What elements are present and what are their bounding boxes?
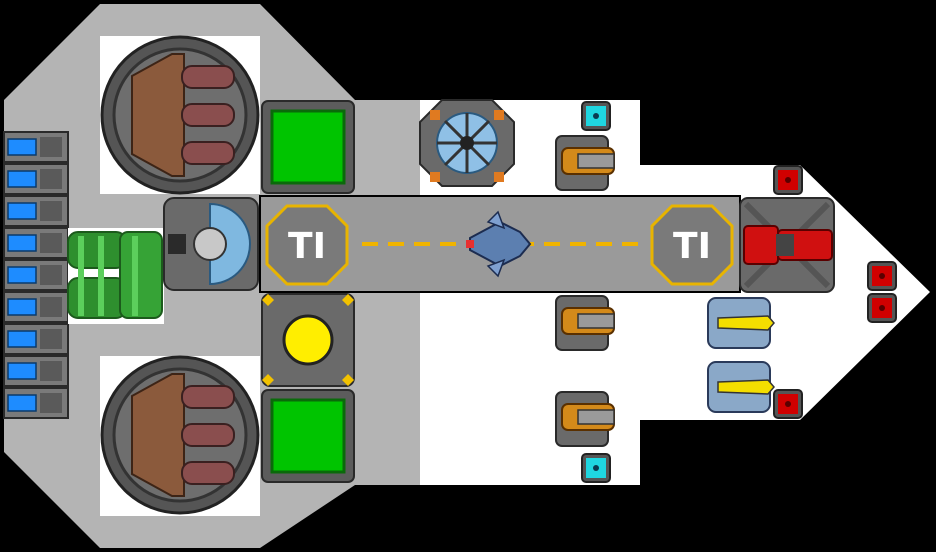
centerline-dash (362, 242, 378, 246)
orange-cannon-icon (555, 135, 615, 191)
storage-icon (261, 389, 355, 483)
centerline-dash (570, 242, 586, 246)
thruster-icon (3, 131, 69, 163)
red-armor-icon (773, 165, 803, 195)
thruster-icon (3, 163, 69, 195)
thruster-icon (3, 227, 69, 259)
fuel-tank-icon (67, 228, 164, 324)
reactor-icon (100, 35, 260, 195)
helipad-right-label: TI (673, 226, 711, 267)
centerline-dash (388, 242, 404, 246)
reactor-icon (100, 355, 260, 515)
thruster-icon (3, 291, 69, 323)
thruster-icon (3, 259, 69, 291)
centerline-dash (440, 242, 456, 246)
red-armor-icon (773, 389, 803, 419)
thruster-icon (3, 387, 69, 419)
helipad-left-label: TI (288, 226, 326, 267)
thruster-bank (3, 131, 69, 419)
yellow-laser-icon (707, 297, 775, 349)
thruster-icon (3, 195, 69, 227)
helipad-right: TI (650, 204, 734, 286)
cyan-sensor-icon (581, 101, 611, 131)
thruster-icon (3, 323, 69, 355)
centerline-dash (544, 242, 560, 246)
centerline-dash (596, 242, 612, 246)
thruster-icon (3, 355, 69, 387)
orange-cannon-icon (555, 391, 615, 447)
yellow-laser-icon (707, 361, 775, 413)
cyan-sensor-icon (581, 453, 611, 483)
red-heavy-cannon-icon (739, 197, 835, 293)
radar-icon (419, 99, 515, 187)
core-icon (261, 293, 355, 387)
red-armor-icon (867, 293, 897, 323)
centerline-dash (622, 242, 638, 246)
red-armor-icon (867, 261, 897, 291)
helipad-left: TI (265, 204, 349, 286)
centerline-dash (414, 242, 430, 246)
orange-cannon-icon (555, 295, 615, 351)
storage-icon (261, 100, 355, 194)
fighter-jet-icon (466, 210, 532, 278)
gyroscope-icon (163, 197, 259, 291)
runway: TI TI (259, 195, 741, 293)
